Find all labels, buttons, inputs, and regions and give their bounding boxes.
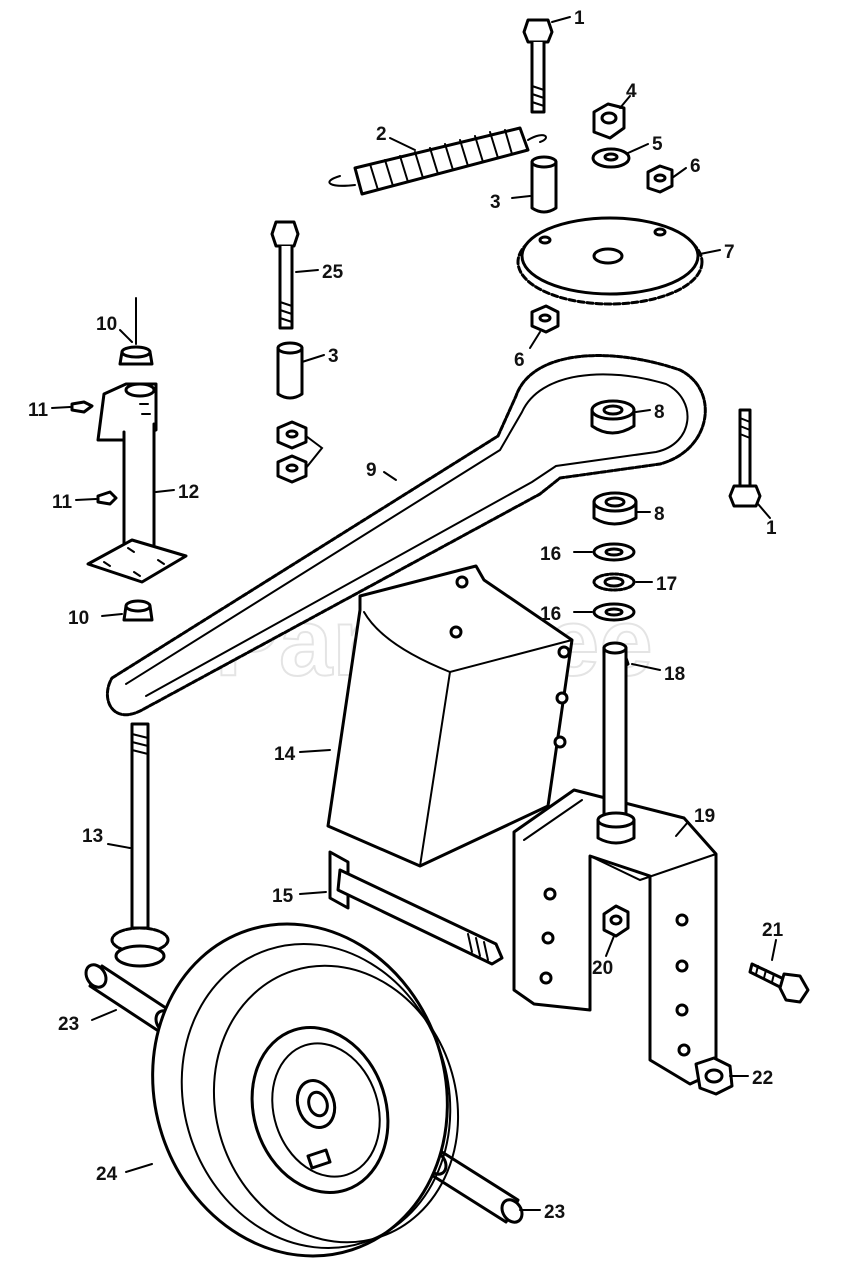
callout-1-top: 1 xyxy=(574,8,585,29)
callout-14: 14 xyxy=(274,744,296,765)
callout-9: 9 xyxy=(366,460,377,481)
callout-23-left: 23 xyxy=(58,1014,79,1035)
spindle-shaft xyxy=(596,641,636,845)
axle-bolt-15 xyxy=(328,850,504,966)
callout-2: 2 xyxy=(376,124,387,145)
bolt-25 xyxy=(270,220,300,330)
nut-4 xyxy=(592,102,626,140)
callout-8-top: 8 xyxy=(654,402,665,423)
bushing-10-bottom xyxy=(122,599,154,622)
callout-21: 21 xyxy=(762,920,784,941)
nut-20 xyxy=(602,904,630,938)
bolt-21 xyxy=(748,962,810,1004)
spacer-top xyxy=(530,155,558,214)
grease-fitting-top xyxy=(70,400,94,414)
callout-24: 24 xyxy=(96,1164,118,1185)
nut-22 xyxy=(694,1056,734,1096)
chain-guard xyxy=(326,564,574,868)
callout-11-bottom: 11 xyxy=(52,492,73,513)
callout-8-bottom: 8 xyxy=(654,504,665,525)
callout-6-mid: 6 xyxy=(514,350,525,371)
callout-13: 13 xyxy=(82,826,103,847)
bushing-8-bottom xyxy=(592,491,638,526)
callout-19: 19 xyxy=(694,806,715,827)
callout-23-right: 23 xyxy=(544,1202,565,1223)
callout-15: 15 xyxy=(272,886,294,907)
callout-16-top: 16 xyxy=(540,544,561,565)
callout-10-top: 10 xyxy=(96,314,117,335)
callout-22: 22 xyxy=(752,1068,773,1089)
sprocket-large xyxy=(516,216,704,306)
callout-6-top: 6 xyxy=(690,156,701,177)
nuts-6-left xyxy=(276,420,308,484)
callout-11-top: 11 xyxy=(28,400,49,421)
callout-7: 7 xyxy=(724,242,735,263)
washer-5 xyxy=(591,147,631,169)
callout-5: 5 xyxy=(652,134,663,155)
bolt-top xyxy=(522,18,554,114)
callout-3-left: 3 xyxy=(328,346,339,367)
grease-fitting-bottom xyxy=(96,490,118,506)
drive-shaft-13 xyxy=(110,722,170,968)
callout-16-bottom: 16 xyxy=(540,604,561,625)
callout-17: 17 xyxy=(656,574,677,595)
bolt-right xyxy=(728,408,762,508)
drive-chain xyxy=(106,354,707,717)
callout-10-bottom: 10 xyxy=(68,608,89,629)
pivot-stand xyxy=(86,382,188,584)
callout-18: 18 xyxy=(664,664,685,685)
caster-bracket-19 xyxy=(512,788,718,1086)
callout-20: 20 xyxy=(592,958,613,979)
thrust-bearing-17 xyxy=(592,572,636,592)
callout-3-top: 3 xyxy=(490,192,501,213)
bushing-8-top xyxy=(590,399,636,435)
spacer-left xyxy=(276,341,304,400)
callout-12: 12 xyxy=(178,482,199,503)
spring xyxy=(328,126,547,196)
callout-4: 4 xyxy=(626,81,637,102)
washer-16-bottom xyxy=(592,602,636,622)
bushing-10-top xyxy=(118,297,154,366)
washer-16-top xyxy=(592,542,636,562)
nut-6-top xyxy=(646,164,674,194)
nut-6-mid xyxy=(530,304,560,334)
caster-wheel-24 xyxy=(151,922,460,1258)
callout-1-right: 1 xyxy=(766,518,777,539)
callout-25: 25 xyxy=(322,262,344,283)
